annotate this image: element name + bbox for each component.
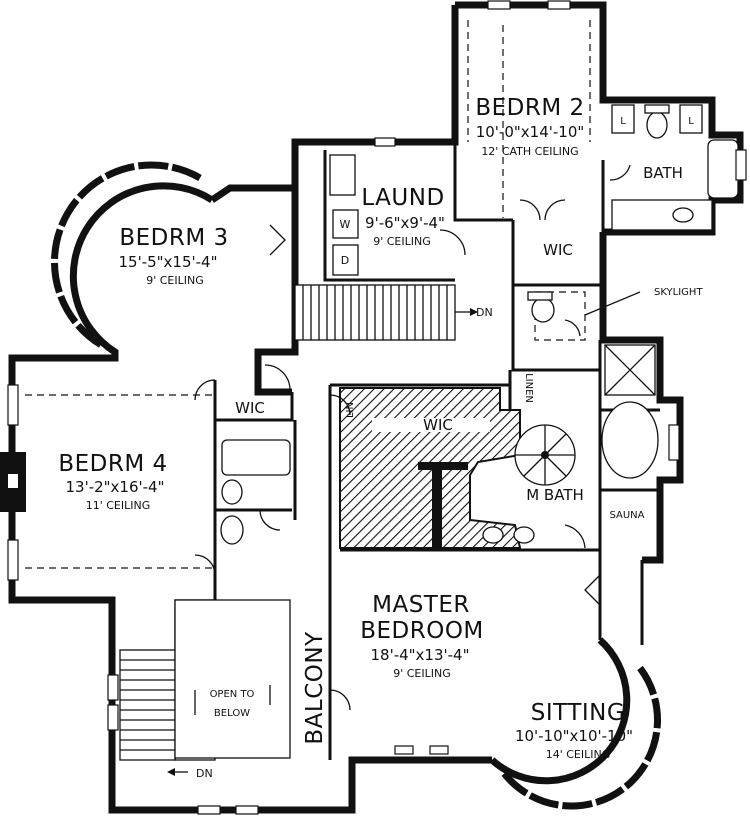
open-to-line2: BELOW: [214, 708, 250, 719]
wic-bedrm2-label: WIC: [543, 241, 573, 259]
master-size: 18'-4"x13'-4": [370, 646, 469, 664]
tower-windows-bedrm3: [51, 161, 202, 350]
bedrm3-size: 15'-5"x15'-4": [118, 253, 217, 271]
open-to-marks: [194, 685, 271, 715]
wic-bedrm4-label: WIC: [235, 399, 265, 417]
fixtures: [220, 104, 739, 545]
master-ceiling: 9' CEILING: [393, 667, 451, 680]
master-name-line2: BEDROOM: [360, 618, 484, 644]
lin-name: LIN: [345, 402, 356, 418]
stairs-center: [294, 284, 478, 341]
door-swings: [194, 164, 631, 711]
bedrm3-ceiling: 9' CEILING: [146, 274, 204, 287]
dn-lower-label: DN: [196, 767, 213, 780]
stairs-lower-left: [119, 599, 291, 776]
bedrm2-ceiling: 12' CATH CEILING: [481, 145, 578, 158]
linen-name: LINEN: [523, 373, 534, 403]
bedrm4-ceiling: 11' CEILING: [86, 499, 151, 512]
master-name-line1: MASTER: [372, 592, 470, 618]
bedrm4-size: 13'-2"x16'-4": [65, 478, 164, 496]
bedrm3-name: BEDRM 3: [119, 225, 228, 251]
bath-name: BATH: [643, 164, 683, 182]
spiral-stair: [514, 424, 576, 486]
balcony-name: BALCONY: [302, 631, 328, 745]
bath-l-right: L: [688, 116, 694, 127]
room-labels: BEDRM 2 10'-0"x14'-10" 12' CATH CEILING …: [58, 95, 703, 780]
dn-center-label: DN: [476, 306, 493, 319]
master-wic-hatch: [339, 387, 522, 549]
ceiling-lines: [25, 20, 591, 569]
mbath-name: M BATH: [526, 486, 584, 504]
skylight-leader: [584, 291, 641, 316]
wic-master-label: WIC: [423, 416, 453, 434]
dryer-label: D: [341, 254, 349, 267]
sauna-name: SAUNA: [609, 510, 644, 521]
tower-windows-sitting: [500, 665, 661, 810]
bedrm2-size: 10'-0"x14'-10": [476, 123, 585, 141]
open-to-line1: OPEN TO: [210, 689, 255, 700]
laund-ceiling: 9' CEILING: [373, 235, 431, 248]
washer-label: W: [340, 218, 351, 231]
bath-l-left: L: [620, 116, 626, 127]
sitting-name: SITTING: [531, 700, 625, 726]
laund-name: LAUND: [361, 185, 444, 211]
skylight-label: SKYLIGHT: [654, 287, 703, 298]
bedrm2-name: BEDRM 2: [475, 95, 584, 121]
laund-size: 9'-6"x9'-4": [365, 214, 445, 232]
bedrm4-name: BEDRM 4: [58, 451, 167, 477]
sitting-ceiling: 14' CEILING: [546, 748, 611, 761]
sitting-size: 10'-10"x10'-10": [515, 727, 633, 745]
